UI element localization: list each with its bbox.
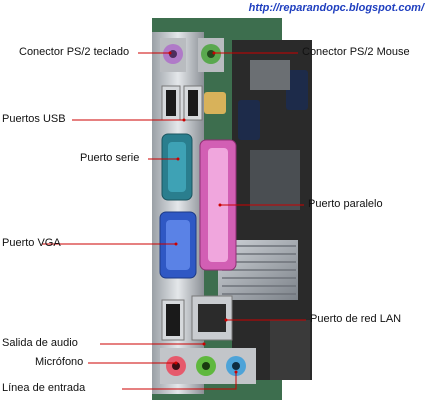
ps2-keyboard-connector bbox=[160, 38, 186, 72]
capacitor bbox=[286, 70, 308, 110]
label-ps2-keyboard: Conector PS/2 teclado bbox=[19, 46, 130, 58]
leader-lines bbox=[42, 52, 306, 390]
label-mic: Micrófono bbox=[35, 356, 84, 368]
label-usb: Puertos USB bbox=[2, 113, 66, 125]
leader-line-in bbox=[122, 372, 237, 390]
label-serial: Puerto serie bbox=[80, 152, 140, 164]
source-url: http://reparandopc.blogspot.com/ bbox=[248, 2, 424, 14]
parallel-port bbox=[199, 139, 237, 271]
board-component bbox=[250, 150, 300, 210]
board-component bbox=[270, 320, 310, 380]
usb-ports bbox=[161, 85, 203, 121]
leader-dots bbox=[168, 51, 238, 374]
vga-port bbox=[159, 211, 197, 279]
capacitor bbox=[204, 92, 226, 114]
label-parallel: Puerto paralelo bbox=[308, 198, 383, 210]
label-vga: Puerto VGA bbox=[2, 237, 61, 249]
label-audio-out: Salida de audio bbox=[2, 337, 78, 349]
usb-lan-block bbox=[161, 295, 233, 341]
audio-jacks bbox=[160, 348, 256, 384]
label-lan: Puerto de red LAN bbox=[310, 313, 402, 325]
label-ps2-mouse: Conector PS/2 Mouse bbox=[302, 46, 410, 58]
capacitor bbox=[238, 100, 260, 140]
ps2-mouse-connector bbox=[198, 38, 224, 72]
board-component bbox=[250, 60, 290, 90]
serial-port bbox=[161, 133, 193, 201]
label-line-in: Línea de entrada bbox=[2, 382, 86, 394]
